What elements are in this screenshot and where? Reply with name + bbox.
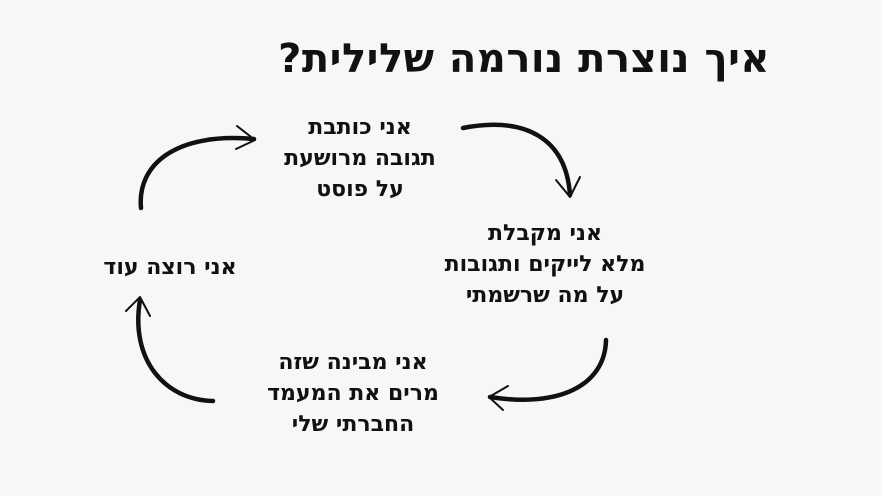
- cycle-step-want-more: אני רוצה עוד: [80, 252, 260, 283]
- cycle-step-write-comment: אני כותבת תגובה מרושעת על פוסט: [245, 112, 475, 205]
- cycle-step-line: מרים את המעמד: [267, 381, 439, 406]
- arrow-bottom-right-icon: [487, 337, 609, 411]
- arrow-bottom-left-icon: [125, 296, 216, 404]
- cycle-step-social-status: אני מבינה שזה מרים את המעמד החברתי שלי: [222, 347, 484, 440]
- cycle-step-line: מלא לייקים ותגובות: [444, 252, 646, 277]
- cycle-step-line: אני רוצה עוד: [103, 255, 237, 280]
- arrow-top-right-icon: [460, 122, 581, 198]
- cycle-step-line: אני מקבלת: [488, 221, 602, 246]
- arrow-top-left-icon: [138, 125, 257, 211]
- cycle-step-line: על מה שרשמתי: [465, 283, 625, 308]
- diagram-title: איך נוצרת נורמה שלילית?: [278, 36, 770, 82]
- cycle-step-line: על פוסט: [316, 177, 404, 202]
- cycle-step-line: תגובה מרושעת: [284, 146, 436, 171]
- cycle-step-line: החברתי שלי: [291, 412, 415, 437]
- cycle-step-line: אני כותבת: [308, 115, 412, 140]
- cycle-step-get-likes: אני מקבלת מלא לייקים ותגובות על מה שרשמת…: [415, 218, 675, 311]
- cycle-step-line: אני מבינה שזה: [278, 350, 428, 375]
